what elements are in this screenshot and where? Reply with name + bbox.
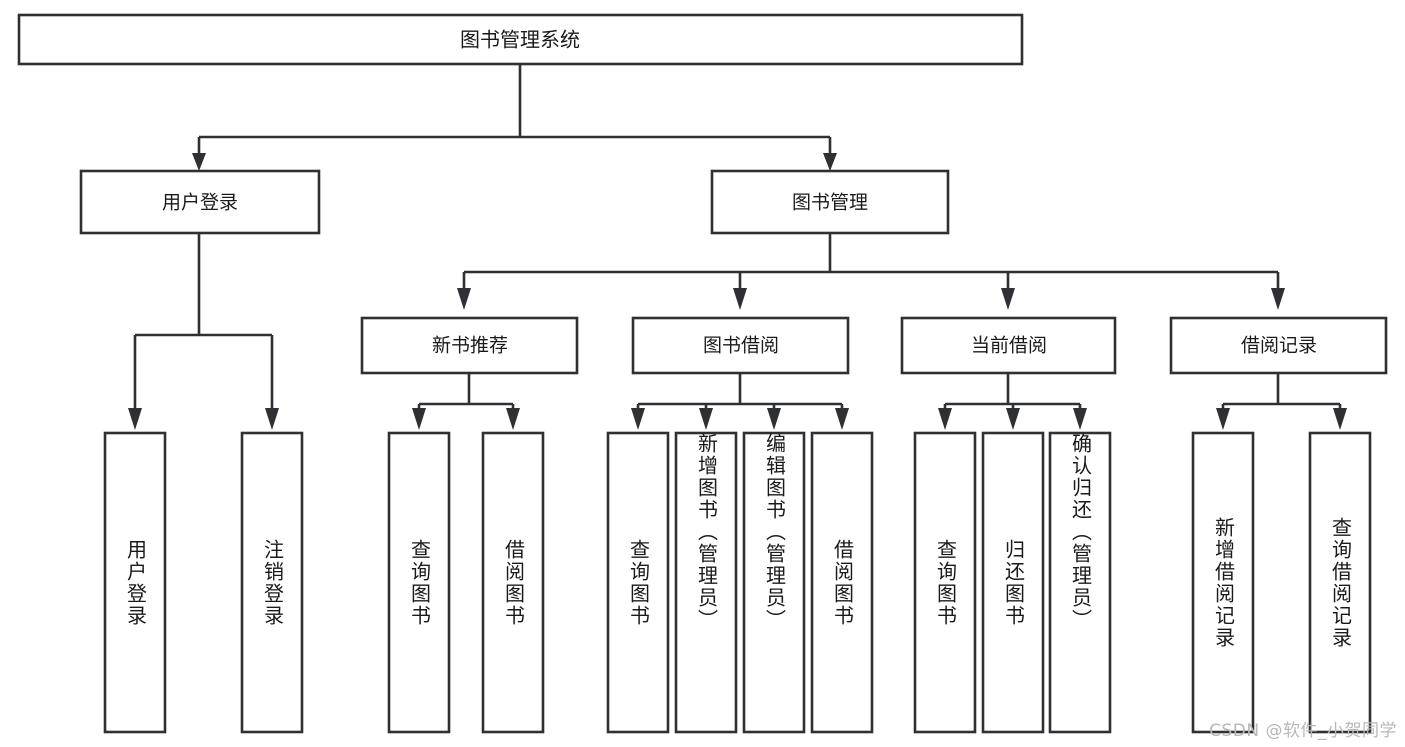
arrow-to-leaf-borrow-book-1 [506,408,520,430]
node-leaf-query-book-3[interactable] [913,431,977,734]
arrow-to-leaf-query-book-1 [412,408,426,430]
arrow-to-leaf-query-record [1333,408,1347,430]
node-current-borrow-label: 当前借阅 [971,335,1047,357]
node-leaf-add-book[interactable] [674,431,738,734]
node-book-manage-label: 图书管理 [792,192,868,214]
arrow-to-leaf-user-logout [265,408,279,430]
arrow-to-book-manage [823,153,837,171]
node-user-login-label: 用户登录 [162,192,238,214]
node-leaf-borrow-book-1[interactable] [481,431,545,734]
node-leaf-user-logout[interactable] [240,431,304,734]
arrow-to-leaf-query-book-2 [631,408,645,430]
edges-group [128,64,1347,430]
arrow-to-leaf-borrow-book-2 [835,408,849,430]
arrow-to-book-borrow [733,288,747,310]
arrow-to-leaf-query-book-3 [938,408,952,430]
node-leaf-confirm-return[interactable] [1048,431,1112,734]
node-leaf-query-book-1[interactable] [387,431,451,734]
node-current-borrow[interactable] [900,316,1117,375]
arrow-to-leaf-add-record [1216,408,1230,430]
arrow-to-borrow-record [1271,288,1285,310]
node-leaf-query-record[interactable] [1308,431,1372,734]
node-book-borrow[interactable] [631,316,850,375]
arrow-to-leaf-user-login [128,408,142,430]
node-leaf-edit-book[interactable] [742,431,806,734]
node-user-login[interactable] [79,169,321,235]
node-leaf-user-login[interactable] [103,431,167,734]
node-leaf-return-book[interactable] [981,431,1045,734]
nodes-group: 图书管理系统 用户登录 图书管理 新书推荐 图书借阅 当前借阅 借阅记录 [17,13,1388,734]
node-root-label: 图书管理系统 [460,28,580,52]
arrow-to-new-book-recommend [457,288,471,310]
watermark-text: CSDN @软件_小贺同学 [1209,721,1397,741]
arrow-to-leaf-edit-book [767,408,781,430]
node-book-manage[interactable] [710,169,950,235]
node-new-book-recommend[interactable] [360,316,579,375]
arrow-to-leaf-confirm-return [1073,408,1087,430]
arrow-to-user-login [192,153,206,171]
node-new-book-recommend-label: 新书推荐 [432,335,508,357]
node-leaf-query-book-2[interactable] [606,431,670,734]
arrow-to-current-borrow [1001,288,1015,310]
node-leaf-borrow-book-2[interactable] [810,431,874,734]
node-book-borrow-label: 图书借阅 [703,335,779,357]
arrow-to-leaf-return-book [1006,408,1020,430]
node-borrow-record[interactable] [1169,316,1388,375]
node-leaf-add-record[interactable] [1191,431,1255,734]
node-root[interactable] [17,13,1024,66]
node-borrow-record-label: 借阅记录 [1241,335,1317,357]
arrow-to-leaf-add-book [699,408,713,430]
